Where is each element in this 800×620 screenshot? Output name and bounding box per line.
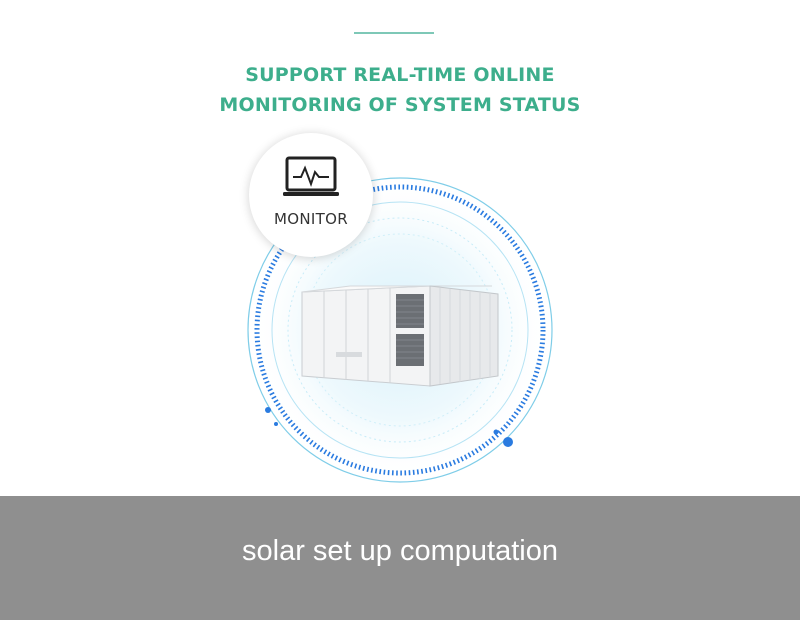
outer-ring xyxy=(247,177,553,483)
caption-text: solar set up computation xyxy=(242,535,558,567)
decorative-divider xyxy=(354,32,434,34)
accent-dot xyxy=(265,407,271,413)
container-unit xyxy=(301,285,499,387)
caption-bar: solar set up computation xyxy=(0,496,800,620)
accent-dot xyxy=(503,437,513,447)
monitor-pulse-icon xyxy=(283,156,339,196)
headline-line-1: SUPPORT REAL-TIME ONLINE xyxy=(245,64,555,86)
accent-dot xyxy=(274,422,278,426)
monitor-badge: MONITOR xyxy=(249,133,373,257)
headline-line-2: MONITORING OF SYSTEM STATUS xyxy=(219,94,581,116)
dotted-ring xyxy=(254,184,546,476)
accent-dot xyxy=(493,429,499,435)
monitor-label: MONITOR xyxy=(274,210,348,228)
